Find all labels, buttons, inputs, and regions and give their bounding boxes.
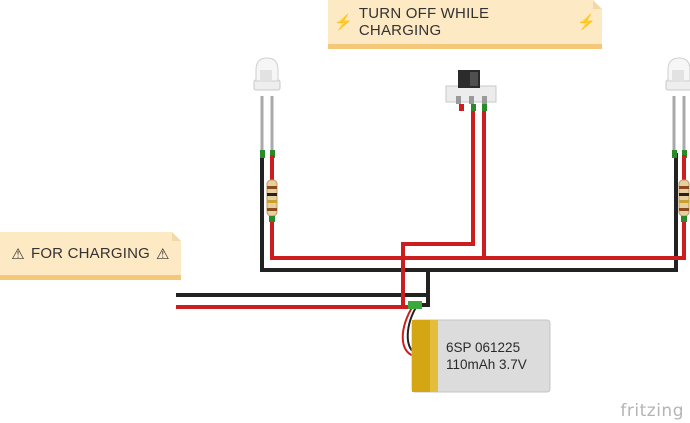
note-fold: [593, 0, 602, 9]
red-wires: [176, 110, 686, 309]
lipo-battery: [411, 319, 551, 393]
warning-icon: ⚠: [156, 245, 170, 263]
wire-black-junction: [410, 268, 430, 307]
resistor-right: [678, 179, 690, 222]
battery-model-label: 6SP 061225: [446, 340, 521, 355]
junction-connector: [408, 301, 422, 309]
led-left: [253, 57, 281, 158]
note-turn-off-while-charging: ⚡ TURN OFF WHILE CHARGING ⚡: [328, 0, 602, 49]
note-fold: [172, 232, 181, 241]
wire-red-switch-to-battery: [401, 110, 475, 307]
note-for-charging: ⚠ FOR CHARGING ⚠: [0, 232, 181, 280]
slide-switch: [445, 70, 497, 111]
wire-red-led-bus: [270, 218, 686, 260]
warning-icon: ⚠: [11, 245, 25, 263]
lightning-icon: ⚡: [334, 14, 353, 31]
led-right: [665, 57, 690, 158]
lightning-icon: ⚡: [577, 14, 596, 31]
black-wires: [176, 153, 678, 307]
battery-spec-label: 110mAh 3.7V: [446, 357, 527, 372]
note-text: TURN OFF WHILE CHARGING: [358, 5, 490, 39]
fritzing-logo: fritzing: [620, 401, 684, 421]
resistor-left: [266, 179, 278, 222]
wire-black-left-led: [260, 153, 678, 272]
note-text: FOR CHARGING: [30, 245, 151, 262]
battery-lead-red: [401, 303, 415, 357]
